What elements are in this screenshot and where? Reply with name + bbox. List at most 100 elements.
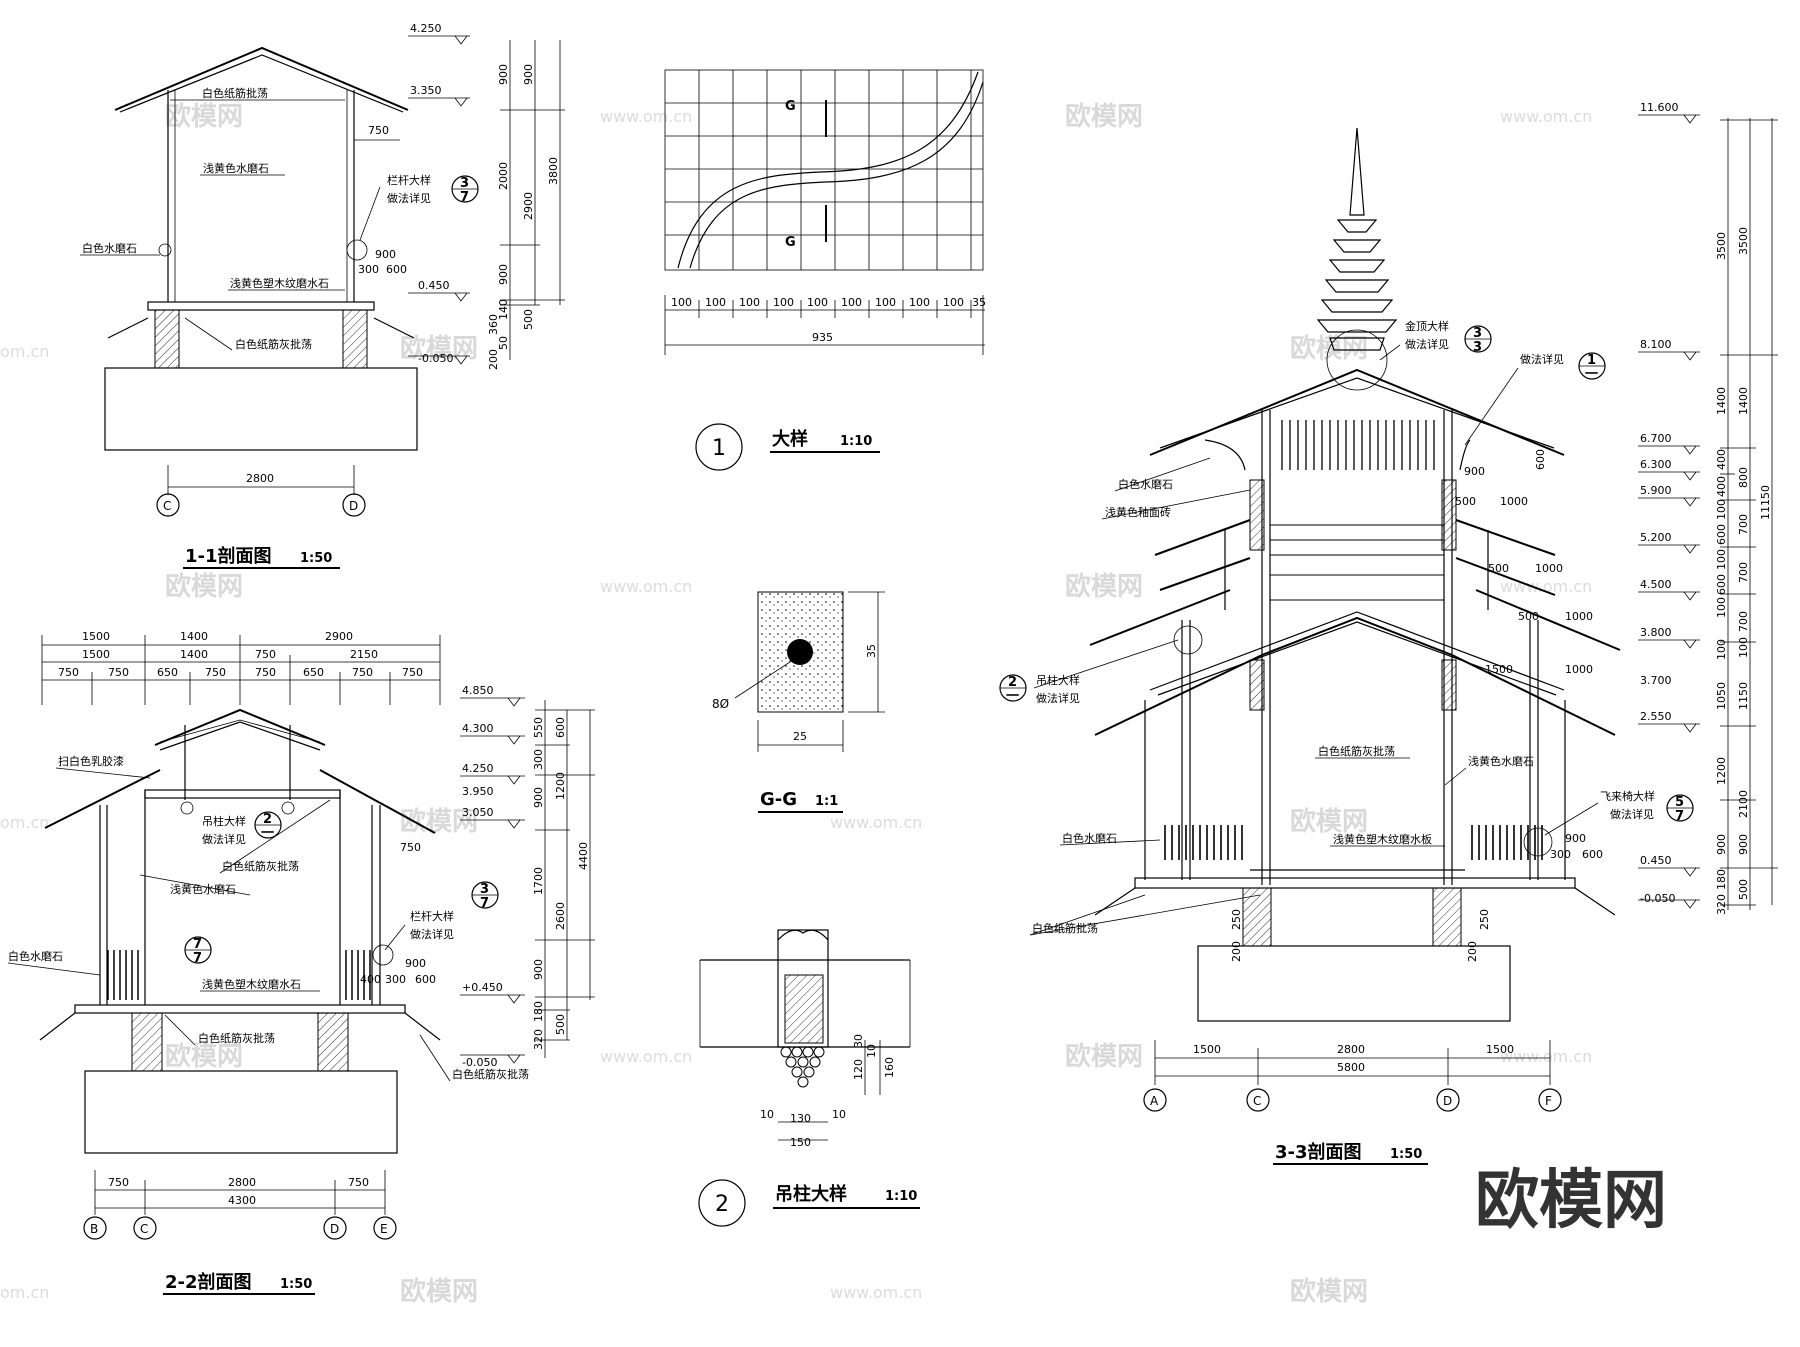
label: 白色水磨石: [1062, 831, 1117, 845]
label: 吊柱大样: [202, 814, 246, 828]
label: 白色水磨石: [82, 241, 137, 255]
axis-bubble: [156, 493, 180, 517]
dim: 100: [841, 296, 862, 309]
level: 6.700: [1640, 432, 1672, 445]
level: 0.450: [418, 279, 450, 292]
lower-roof: [1094, 616, 1616, 736]
dim: 600: [1715, 524, 1728, 545]
dim: 320: [532, 1029, 545, 1050]
dim: 160: [883, 1057, 896, 1078]
watermark-url: www.om.cn: [600, 1047, 692, 1066]
label: 扫白色乳胶漆: [58, 754, 124, 768]
dim: 100: [1715, 639, 1728, 660]
level: 4.500: [1640, 578, 1672, 591]
dim: 1200: [1715, 757, 1728, 785]
watermark: 欧模网: [1290, 1276, 1368, 1307]
dim: 100: [943, 296, 964, 309]
dim: 100: [773, 296, 794, 309]
dim: 650: [157, 666, 178, 679]
section-scale: 1:50: [300, 551, 332, 566]
level: 4.250: [462, 762, 494, 775]
ref-num: 3: [480, 882, 489, 897]
label: 浅黄色水磨石: [170, 882, 236, 896]
detail-scale: 1:10: [840, 434, 872, 449]
dim: 300: [385, 973, 406, 986]
dim: 400: [1715, 449, 1728, 470]
dim: 900: [532, 787, 545, 808]
dim: 1500: [82, 630, 110, 643]
detail-2: 30 120 10 160 10 130 10 150 2 吊柱大样 1:10: [698, 929, 920, 1227]
label: 白色纸筋灰批荡: [452, 1067, 529, 1081]
dim: 100: [1715, 597, 1728, 618]
dim: 100: [875, 296, 896, 309]
label: 做法详见: [387, 191, 431, 205]
dim: 1000: [1500, 495, 1528, 508]
watermark: 欧模网: [1065, 571, 1143, 602]
axis-bubble: [1538, 1088, 1562, 1112]
section-mark: G: [785, 99, 796, 114]
ref-num: 5: [1675, 795, 1684, 810]
label: 白色纸筋批荡: [202, 86, 268, 100]
level: -0.050: [1640, 892, 1675, 905]
level: +0.450: [462, 981, 503, 994]
level: 4.850: [462, 684, 494, 697]
dim: 3500: [1715, 232, 1728, 260]
axis-bubble: [373, 1216, 397, 1240]
axis-label: D: [1443, 1094, 1452, 1108]
axis-bubble: [1246, 1088, 1270, 1112]
level-marks: 4.850 4.300 4.250 3.950 3.050 +0.450 -0.…: [460, 684, 525, 1069]
dim: 100: [1737, 637, 1750, 658]
dim: 750: [402, 666, 423, 679]
dim: 900: [1464, 465, 1485, 478]
axis-bubble: [1436, 1088, 1460, 1112]
base-block: [1197, 945, 1511, 1022]
dim: 600: [1534, 449, 1547, 470]
watermark-url: www.om.cn: [830, 813, 922, 832]
watermark: 欧模网: [400, 1276, 478, 1307]
dim: 900: [1715, 834, 1728, 855]
ref-sheet: 7: [460, 190, 469, 205]
dim: 900: [375, 248, 396, 261]
dim: 750: [255, 666, 276, 679]
dim: 900: [532, 959, 545, 980]
detail-title: 大样: [772, 428, 808, 450]
dim: 650: [303, 666, 324, 679]
label: 白色纸筋灰批荡: [1318, 744, 1395, 758]
dim: 10: [832, 1108, 846, 1121]
ref-num: 3: [460, 176, 469, 191]
watermark-url: www.om.cn: [1500, 107, 1592, 126]
dim: 750: [255, 648, 276, 661]
dim: 600: [1582, 848, 1603, 861]
dim: 100: [739, 296, 760, 309]
dim: 30: [852, 1034, 865, 1048]
ref-sheet: 7: [1675, 809, 1684, 824]
label: 白色纸筋灰批荡: [235, 337, 312, 351]
dim: 1500: [82, 648, 110, 661]
level: 3.950: [462, 785, 494, 798]
dim: 100: [807, 296, 828, 309]
axis-bubble: [342, 493, 366, 517]
dim: 500: [554, 1014, 567, 1035]
ref-num: 2: [263, 812, 272, 827]
dim: 750: [205, 666, 226, 679]
label: 白色纸筋灰批荡: [198, 1031, 275, 1045]
footing: [317, 1012, 349, 1072]
dim: 500: [1488, 562, 1509, 575]
dim: 4300: [228, 1194, 256, 1207]
detail-scale: 1:1: [815, 794, 838, 809]
dim: 200: [1466, 941, 1479, 962]
dim: 600: [554, 717, 567, 738]
level: -0.050: [418, 352, 453, 365]
axis-label: C: [140, 1222, 148, 1236]
label: 白色纸筋灰批荡: [222, 859, 299, 873]
dim: 2900: [522, 192, 535, 220]
level: 6.300: [1640, 458, 1672, 471]
watermark-url: om.cn: [0, 813, 49, 832]
level-marks: 4.250 3.350 0.450 -0.050: [408, 22, 470, 365]
dim-total: 935: [812, 331, 833, 344]
label: 浅黄色水磨石: [1468, 754, 1534, 768]
detail-title: 吊柱大样: [775, 1183, 847, 1205]
label: 白色水磨石: [8, 949, 63, 963]
dim: 500: [522, 309, 535, 330]
dim: 900: [497, 264, 510, 285]
